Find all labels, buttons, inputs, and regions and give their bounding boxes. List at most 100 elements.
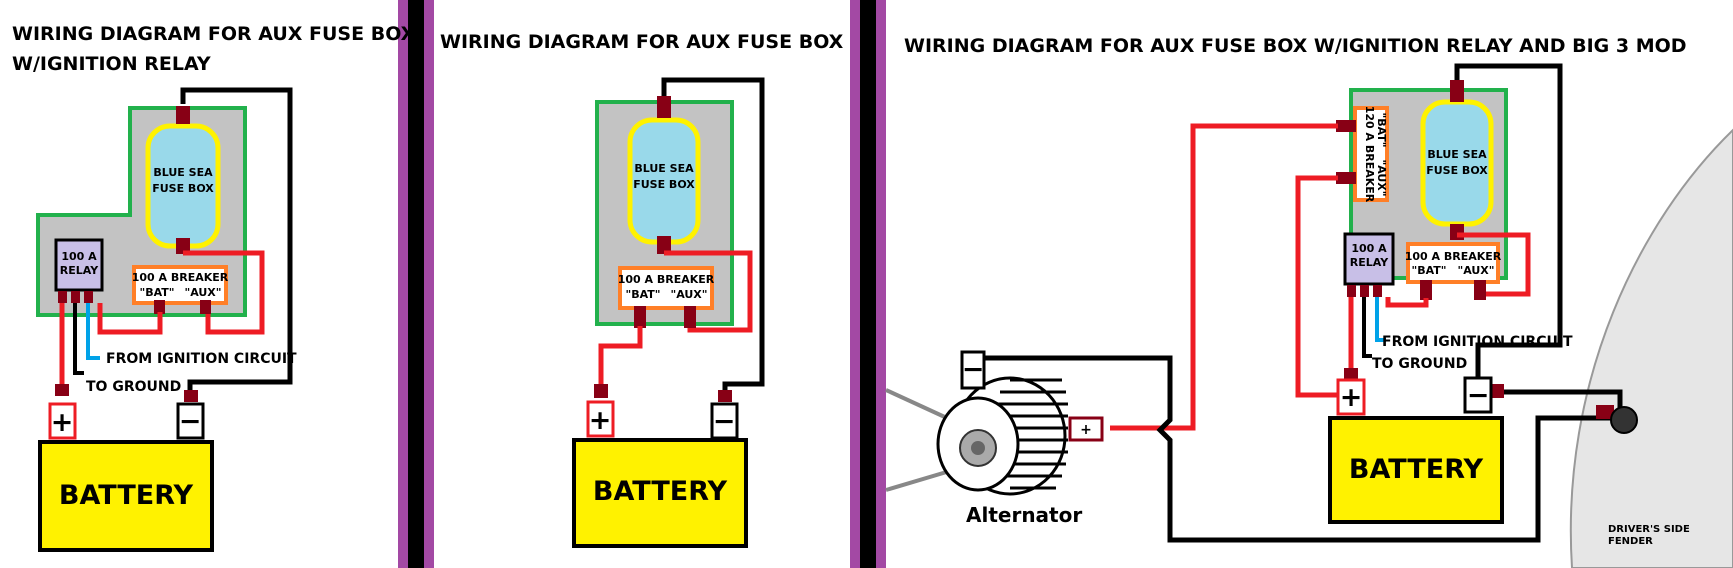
panel3-battery-label: BATTERY [1349, 454, 1484, 485]
panel1-breaker-label: 100 A BREAKER [132, 271, 229, 284]
panel2-fuse-top-terminal [657, 96, 671, 118]
panel3-red-wire-breaker-to-battery [1295, 175, 1340, 398]
panel3-black-ground-wire [1362, 297, 1372, 358]
panel1-minus-sign: − [179, 406, 202, 437]
panel3-alternator-negative-terminal [960, 350, 986, 390]
panel3-relay-pin-1 [1347, 285, 1356, 297]
panel3-minus-sign: − [1467, 380, 1490, 411]
panel3-breaker120-aux-terminal [1336, 172, 1356, 184]
panel3-blue-ignition-wire [1375, 297, 1386, 342]
panel2-positive-terminal [586, 400, 615, 438]
panel1-ground-label: TO GROUND [86, 379, 181, 395]
panel2-fuse-box-label-1: BLUE SEA [634, 162, 694, 175]
panel2-minus-sign: − [713, 406, 736, 437]
panel2-black-wire-fusebox [661, 77, 765, 396]
panel2-breaker-label: 100 A BREAKER [618, 273, 715, 286]
panel3-relay-label-2: RELAY [1350, 256, 1389, 269]
panel1-title-line2: W/IGNITION RELAY [12, 53, 211, 75]
panel3-breaker120-aux-label: "AUX" [1375, 159, 1388, 196]
panel3-relay-label-1: 100 A [1351, 242, 1387, 255]
panel1-100a-breaker [132, 265, 228, 305]
panel1-fuse-box-label-2: FUSE BOX [152, 182, 214, 195]
panel3-positive-terminal-post [1344, 368, 1358, 380]
panel2-red-wire-bat-to-battery [598, 326, 643, 390]
panel3-breaker-label: 100 A BREAKER [1405, 250, 1502, 263]
panel1-positive-terminal-post [55, 384, 69, 396]
panel1-relay-pin-1 [58, 291, 67, 303]
panel-3: WIRING DIAGRAM FOR AUX FUSE BOX W/IGNITI… [885, 35, 1733, 568]
panel2-fuse-box-label-2: FUSE BOX [633, 178, 695, 191]
panel1-black-ground-wire [73, 303, 84, 375]
panel3-red-wire-breaker-to-alternator [1110, 123, 1338, 431]
panel3-relay-pin-3 [1373, 285, 1382, 297]
panel1-black-wire-fusebox [180, 87, 293, 396]
panel3-breaker120-bat-terminal [1336, 120, 1356, 132]
panel2-100a-breaker [618, 266, 714, 310]
panel3-ground-label: TO GROUND [1372, 356, 1467, 372]
panel2-battery-label: BATTERY [593, 476, 728, 507]
panel1-negative-terminal [176, 402, 205, 440]
panel3-red-wire-relay-to-bat [1385, 297, 1429, 308]
panel1-fuse-bottom-terminal [176, 238, 190, 254]
panel3-100a-breaker [1406, 242, 1500, 284]
panel3-blue-sea-fuse-box [1420, 99, 1494, 227]
panel3-100a-relay [1343, 232, 1395, 286]
panel3-breaker-bat-label: "BAT" [1411, 264, 1446, 277]
panel2-negative-terminal-post [718, 390, 732, 402]
panel2-breaker-aux-label: "AUX" [670, 288, 707, 301]
panel1-relay-label-2: RELAY [60, 264, 99, 277]
panel1-positive-terminal [48, 402, 77, 440]
panel2-plus-sign: + [589, 405, 612, 436]
panel3-alternator-label: Alternator [966, 503, 1082, 527]
panel3-alternator-positive-terminal [1068, 416, 1104, 442]
panel1-breaker-aux-terminal [200, 300, 211, 314]
panel3-black-wire-alternator-ground [984, 355, 1620, 543]
panel3-fuse-box-label-2: FUSE BOX [1426, 164, 1488, 177]
panel1-battery [38, 440, 214, 552]
panel2-fuse-bottom-terminal [657, 236, 671, 254]
panel3-fender-label-1: DRIVER'S SIDE [1608, 524, 1690, 535]
panel1-breaker-bat-label: "BAT" [139, 286, 174, 299]
panel1-fuse-top-terminal [176, 106, 190, 124]
panel3-alternator-minus-sign: − [962, 354, 985, 385]
panel-divider-2 [850, 0, 886, 568]
panel3-fender-label-2: FENDER [1608, 536, 1653, 547]
panel2-breaker-bat-label: "BAT" [625, 288, 660, 301]
panel1-breaker-bat-terminal [154, 300, 165, 314]
panel1-fuse-box-label-1: BLUE SEA [153, 166, 213, 179]
panel3-negative-terminal-post [1490, 384, 1504, 398]
panel2-title: WIRING DIAGRAM FOR AUX FUSE BOX [440, 31, 844, 53]
panel1-breaker-aux-label: "AUX" [184, 286, 221, 299]
panel3-breaker-aux-label: "AUX" [1457, 264, 1494, 277]
panel3-plus-sign: + [1340, 382, 1363, 413]
panel3-drivers-side-fender [1569, 128, 1733, 568]
panel1-negative-terminal-post [184, 390, 198, 402]
panel3-fuse-top-terminal [1450, 80, 1464, 102]
panel3-black-wire-battery-ground [1490, 389, 1623, 410]
panel-2: WIRING DIAGRAM FOR AUX FUSE BOX BLUE SEA… [440, 31, 844, 548]
panel3-black-wire-fusebox [1454, 63, 1563, 378]
panel1-red-wire-fuse-to-aux [183, 250, 265, 335]
panel3-breaker120-label: 120 A BREAKER [1363, 106, 1376, 203]
panel1-100a-relay [54, 238, 104, 292]
panel1-relay-label-1: 100 A [61, 250, 97, 263]
panel2-positive-terminal-post [594, 384, 608, 398]
panel3-positive-terminal [1336, 378, 1366, 416]
panel3-alternator: − + [885, 350, 1104, 496]
panel3-120a-breaker [1353, 106, 1389, 202]
panel3-alternator-plus-sign: + [1080, 422, 1092, 438]
panel1-relay-pin-2 [71, 291, 80, 303]
panel1-title-line1: WIRING DIAGRAM FOR AUX FUSE BOX [12, 23, 416, 45]
panel3-fuse-bottom-terminal [1450, 224, 1464, 240]
panel-1: WIRING DIAGRAM FOR AUX FUSE BOX W/IGNITI… [12, 23, 416, 552]
panel2-breaker-bat-terminal [634, 306, 646, 328]
panel3-breaker120-bat-label: "BAT" [1375, 112, 1388, 147]
panel3-battery [1328, 416, 1504, 524]
panel3-breaker-aux-terminal [1474, 280, 1486, 300]
panel3-fuse-box-label-1: BLUE SEA [1427, 148, 1487, 161]
panel2-breaker-aux-terminal [684, 306, 696, 328]
panel1-red-wire-relay-to-bat [97, 303, 163, 335]
panel2-battery [572, 438, 748, 548]
panel3-breaker-bat-terminal [1420, 280, 1432, 300]
